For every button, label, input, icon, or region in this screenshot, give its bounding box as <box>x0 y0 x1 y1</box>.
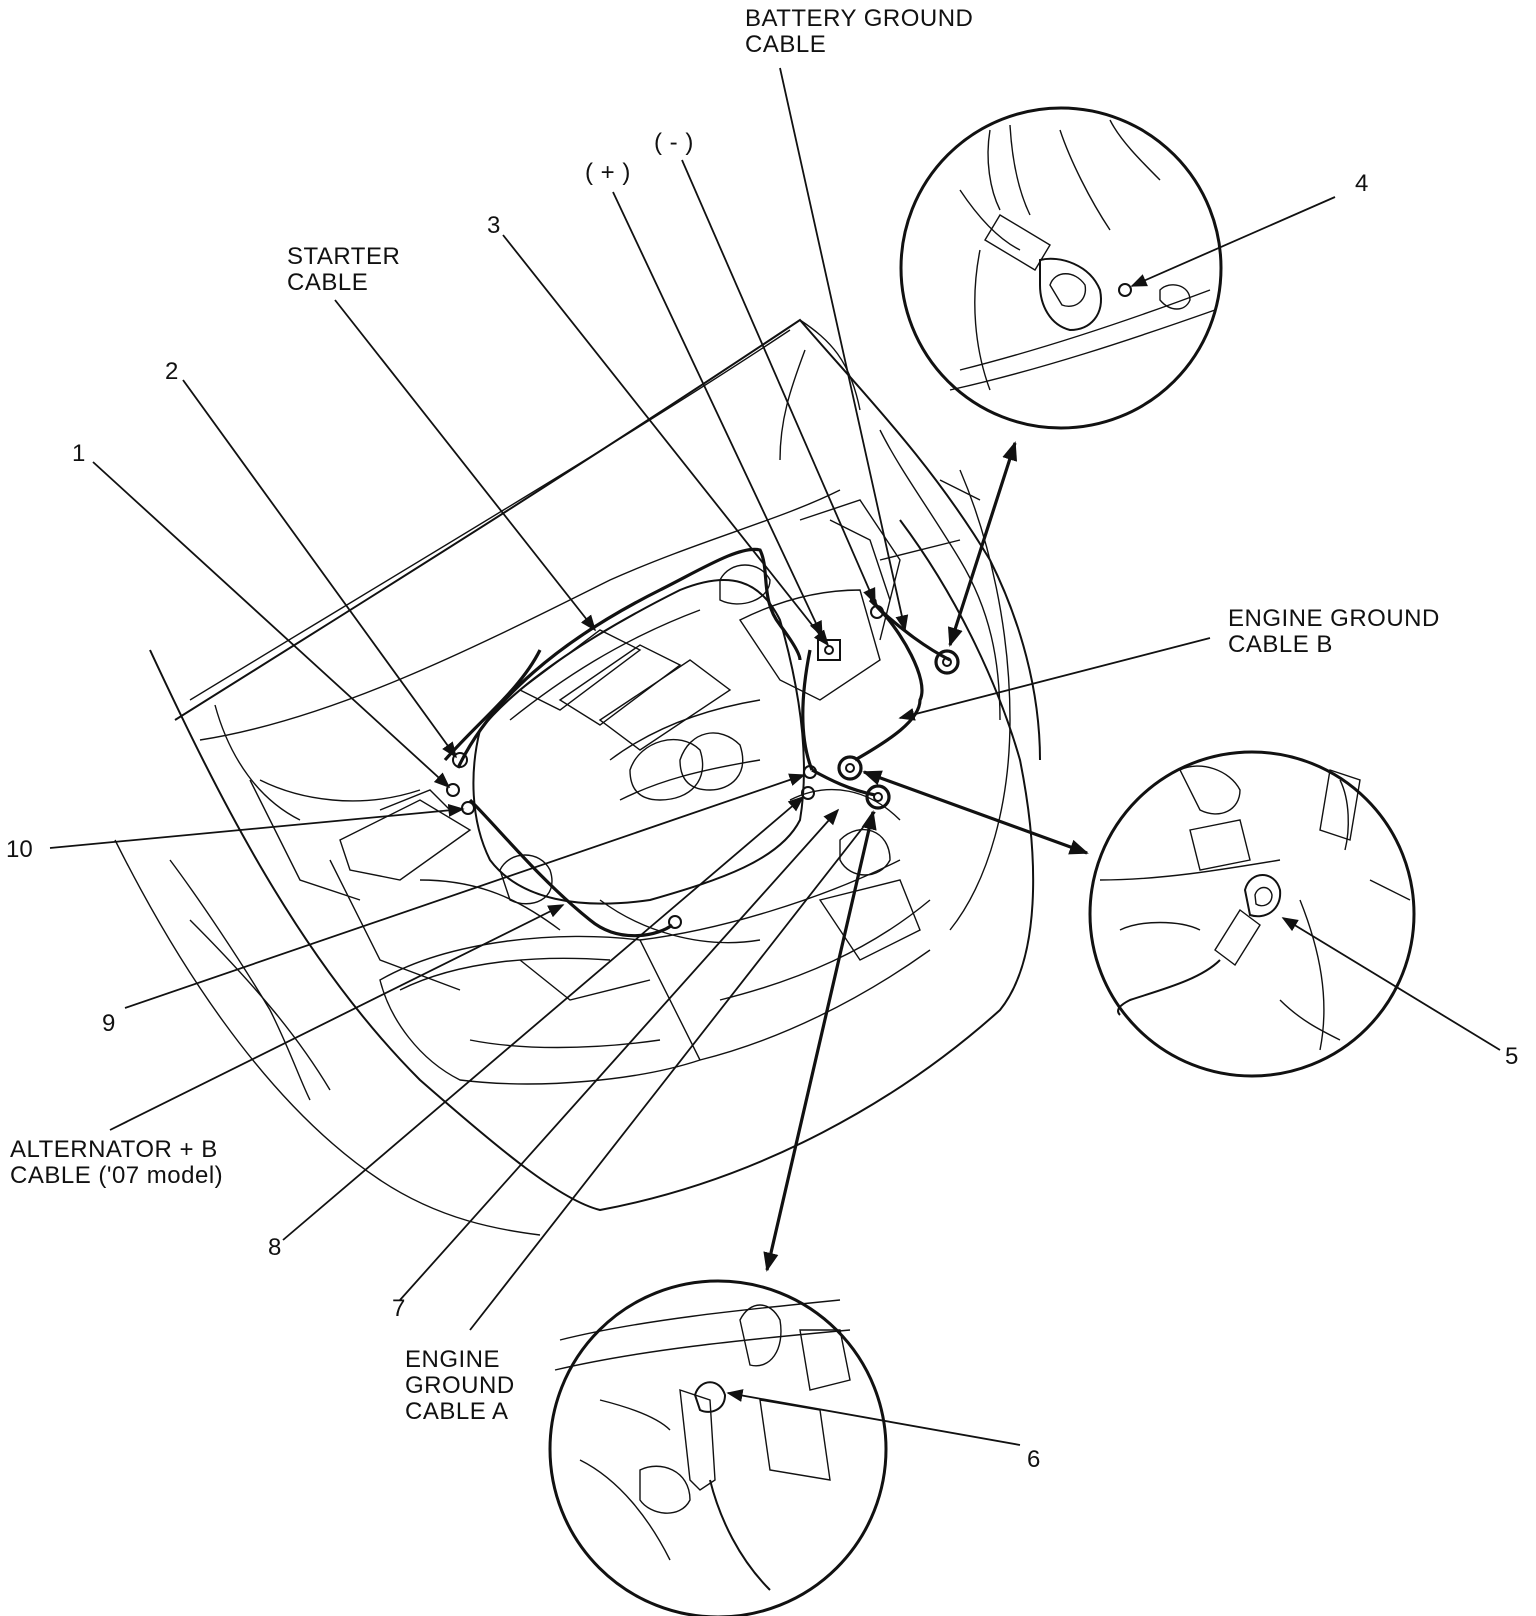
callout-4: 4 <box>1355 170 1369 197</box>
engine-ground-cable-b-label: ENGINE GROUND CABLE B <box>1228 605 1440 658</box>
detail-circle-5 <box>1088 750 1416 1078</box>
callout-10: 10 <box>6 836 33 863</box>
leader-3 <box>502 234 830 647</box>
leader-8 <box>282 795 805 1241</box>
leader-10 <box>49 803 465 849</box>
engine-ground-path <box>868 598 951 662</box>
detail-circle-6 <box>548 1279 888 1616</box>
detail-connectors <box>763 441 1089 1272</box>
callout-3: 3 <box>487 212 501 239</box>
negative-terminal-label: ( - ) <box>654 129 694 156</box>
leader-negative <box>681 159 876 605</box>
battery-positive-cable <box>801 649 814 771</box>
leader-battery-ground <box>779 67 909 632</box>
bolt-engine-ground-b <box>837 755 863 781</box>
positive-terminal-clamp <box>817 639 841 661</box>
callout-6: 6 <box>1027 1446 1041 1473</box>
leader-4 <box>1130 196 1336 287</box>
detail-circle-4 <box>899 106 1223 430</box>
leader-7 <box>399 808 840 1301</box>
leader-5 <box>1281 917 1501 1051</box>
starter-cable-label: STARTER CABLE <box>287 243 401 296</box>
bolt-9 <box>803 765 817 779</box>
alternator-cable-path <box>468 798 674 938</box>
callout-8: 8 <box>268 1234 282 1261</box>
leader-6 <box>726 1389 1021 1446</box>
cables <box>443 547 951 938</box>
connector-to-detail-5 <box>862 770 1089 855</box>
bolt-battery-ground <box>934 649 960 675</box>
leader-9 <box>124 773 806 1009</box>
positive-terminal-label: ( + ) <box>585 159 631 186</box>
starter-cable-path <box>456 547 802 769</box>
bolt-1 <box>446 783 460 797</box>
bolt-2 <box>452 752 468 768</box>
leader-1 <box>92 461 451 789</box>
leader-positive <box>612 191 823 638</box>
battery-ground-cable-label: BATTERY GROUND CABLE <box>745 5 974 58</box>
vehicle-body-outline <box>114 318 1041 1236</box>
callout-5: 5 <box>1505 1043 1519 1070</box>
bolt-engine-ground-a <box>865 784 891 810</box>
callout-7: 7 <box>392 1295 406 1322</box>
leader-2 <box>182 379 457 759</box>
leader-engine-ground-b <box>898 637 1211 721</box>
callout-2: 2 <box>165 358 179 385</box>
connector-to-detail-6 <box>763 810 877 1272</box>
callout-1: 1 <box>72 440 86 467</box>
negative-terminal-post <box>870 605 884 619</box>
starter-cable-upper <box>443 649 542 762</box>
leader-lines <box>49 67 1501 1446</box>
leader-alternator <box>109 904 565 1131</box>
connector-to-detail-4 <box>947 441 1018 647</box>
bolt-alternator <box>668 915 682 929</box>
engine-block <box>339 499 961 961</box>
alternator-cable-label: ALTERNATOR + B CABLE ('07 model) <box>10 1136 224 1189</box>
leader-starter-cable <box>334 299 597 632</box>
bolt-10 <box>461 801 475 815</box>
bolt-8 <box>801 786 815 800</box>
engine-ground-cable-a-label: ENGINE GROUND CABLE A <box>405 1346 515 1425</box>
callout-9: 9 <box>102 1010 116 1037</box>
engine-ground-b-path <box>854 598 924 762</box>
